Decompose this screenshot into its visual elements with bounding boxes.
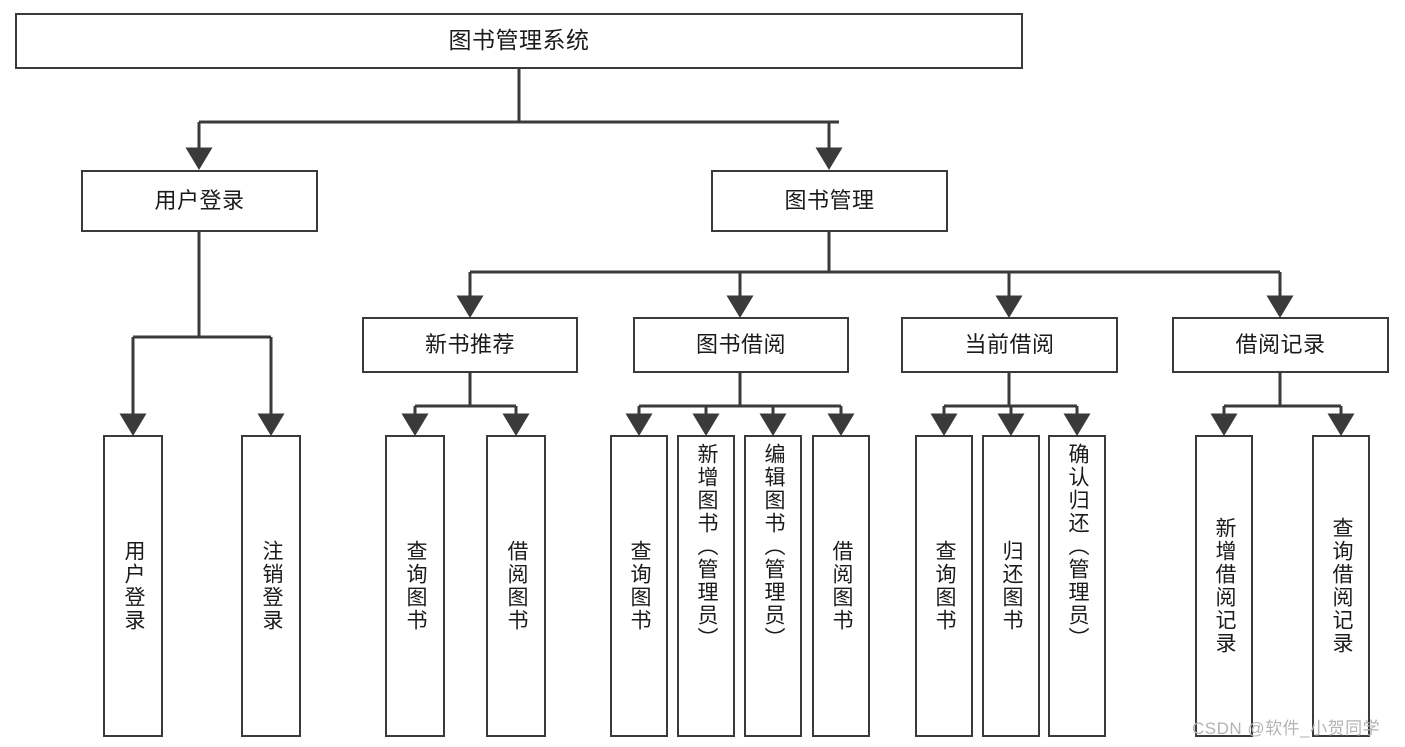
node-label: 新增图书（管理员） bbox=[695, 443, 719, 650]
node-leaf-edit-book[interactable]: 编辑图书（管理员） bbox=[744, 435, 802, 737]
node-leaf-user-login[interactable]: 用户登录 bbox=[103, 435, 163, 737]
node-label: 查询图书 bbox=[404, 540, 428, 632]
node-leaf-query-book-recommend[interactable]: 查询图书 bbox=[385, 435, 445, 737]
node-label: 借阅记录 bbox=[1235, 332, 1326, 358]
connector-borrowrecord-to-leaves bbox=[1210, 373, 1355, 436]
node-book-borrow[interactable]: 图书借阅 bbox=[633, 317, 849, 373]
node-root-system[interactable]: 图书管理系统 bbox=[15, 13, 1023, 69]
node-label: 归还图书 bbox=[1000, 540, 1024, 632]
node-leaf-query-book-current[interactable]: 查询图书 bbox=[915, 435, 973, 737]
node-label: 新书推荐 bbox=[424, 332, 515, 358]
connector-root-to-level2 bbox=[185, 69, 843, 170]
node-label: 确认归还（管理员） bbox=[1066, 443, 1090, 650]
node-new-book-recommend[interactable]: 新书推荐 bbox=[362, 317, 578, 373]
node-label: 图书借阅 bbox=[695, 332, 786, 358]
node-label: 注销登录 bbox=[260, 540, 284, 632]
node-leaf-add-borrow-record[interactable]: 新增借阅记录 bbox=[1195, 435, 1253, 737]
node-leaf-borrow-book[interactable]: 借阅图书 bbox=[812, 435, 870, 737]
connector-bookborrow-to-leaves bbox=[625, 373, 855, 436]
node-book-manage[interactable]: 图书管理 bbox=[711, 170, 948, 232]
node-leaf-user-logout[interactable]: 注销登录 bbox=[241, 435, 301, 737]
node-leaf-borrow-book-recommend[interactable]: 借阅图书 bbox=[486, 435, 546, 737]
node-leaf-query-borrow-record[interactable]: 查询借阅记录 bbox=[1312, 435, 1370, 737]
node-leaf-query-book-borrow[interactable]: 查询图书 bbox=[610, 435, 668, 737]
node-label: 查询图书 bbox=[628, 540, 652, 632]
connector-newbook-to-leaves bbox=[401, 373, 530, 436]
node-borrow-record[interactable]: 借阅记录 bbox=[1172, 317, 1389, 373]
node-label: 图书管理 bbox=[784, 188, 875, 214]
node-leaf-return-book[interactable]: 归还图书 bbox=[982, 435, 1040, 737]
node-leaf-confirm-return[interactable]: 确认归还（管理员） bbox=[1048, 435, 1106, 737]
node-label: 用户登录 bbox=[122, 540, 146, 632]
node-label: 图书管理系统 bbox=[448, 27, 590, 54]
node-label: 当前借阅 bbox=[964, 332, 1055, 358]
node-label: 查询借阅记录 bbox=[1330, 517, 1354, 655]
connector-currentborrow-to-leaves bbox=[930, 373, 1091, 436]
node-label: 查询图书 bbox=[933, 540, 957, 632]
node-user-login[interactable]: 用户登录 bbox=[81, 170, 318, 232]
connector-userlogin-to-leaves bbox=[119, 232, 285, 436]
node-label: 编辑图书（管理员） bbox=[762, 443, 786, 650]
node-label: 新增借阅记录 bbox=[1213, 517, 1237, 655]
node-label: 用户登录 bbox=[154, 188, 245, 214]
node-current-borrow[interactable]: 当前借阅 bbox=[901, 317, 1118, 373]
node-label: 借阅图书 bbox=[505, 540, 529, 632]
node-leaf-add-book[interactable]: 新增图书（管理员） bbox=[677, 435, 735, 737]
csdn-watermark: CSDN @软件_小贺同学 bbox=[1192, 719, 1381, 738]
node-label: 借阅图书 bbox=[830, 540, 854, 632]
connector-bookmanage-to-level3 bbox=[456, 232, 1294, 318]
